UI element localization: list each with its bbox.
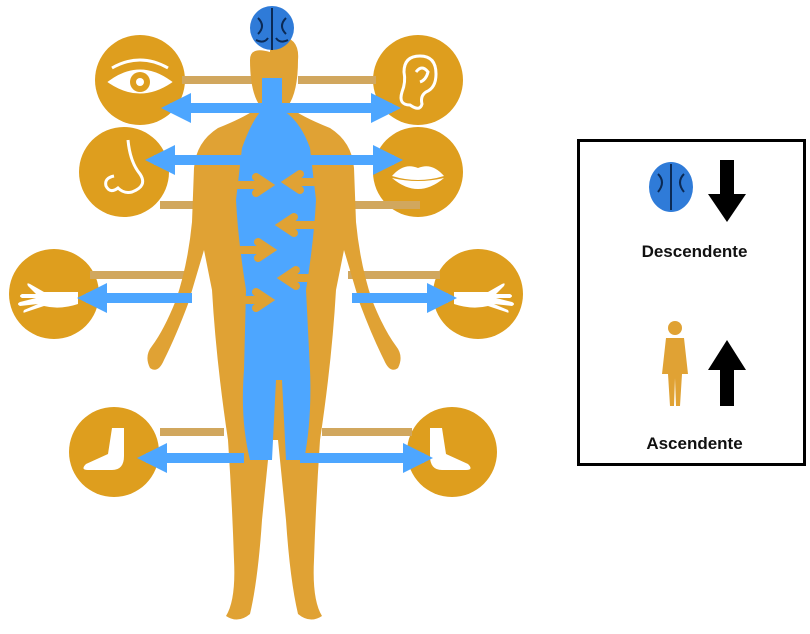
- left-foot-circle: [69, 407, 159, 497]
- ascending-arrow-icon: [708, 340, 746, 406]
- legend-graphics: [580, 142, 803, 463]
- brain-icon: [649, 162, 693, 212]
- ascending-label: Ascendente: [580, 434, 809, 454]
- nose-circle: [79, 127, 169, 217]
- legend: Descendente Ascendente: [577, 139, 806, 466]
- left-hand-circle: [9, 249, 99, 339]
- right-foot-circle: [407, 407, 497, 497]
- brain-icon: [250, 6, 294, 50]
- descending-label: Descendente: [580, 242, 809, 262]
- descending-arrow-icon: [708, 160, 746, 222]
- human-figure-icon: [662, 321, 688, 406]
